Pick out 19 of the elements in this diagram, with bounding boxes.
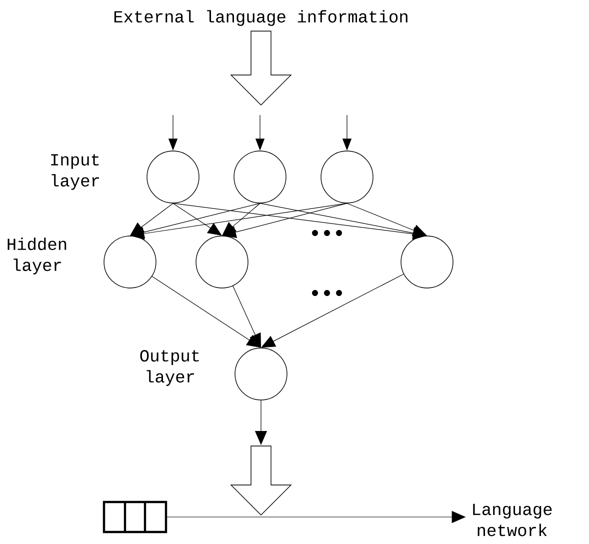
neuron-circle xyxy=(234,348,288,400)
text-label: External language information xyxy=(114,10,408,26)
neuron-circle xyxy=(146,150,200,204)
layer-label: Input layer xyxy=(51,154,99,190)
arrow xyxy=(172,203,222,236)
arrow xyxy=(130,203,348,240)
neuron-circle xyxy=(400,236,454,288)
neuron-circle xyxy=(104,236,156,288)
arrow xyxy=(346,203,427,236)
layer-label: Output layer xyxy=(140,350,199,386)
neuron-circle xyxy=(320,150,374,204)
layer-label: Hidden layer xyxy=(8,238,66,274)
hollow-arrow xyxy=(230,30,292,106)
arrow xyxy=(222,203,348,238)
neuron-circle xyxy=(234,150,286,204)
text-label: Language network xyxy=(473,504,552,536)
arrow xyxy=(261,274,404,348)
neuron-circle xyxy=(196,236,248,288)
buffer-box xyxy=(102,500,168,534)
